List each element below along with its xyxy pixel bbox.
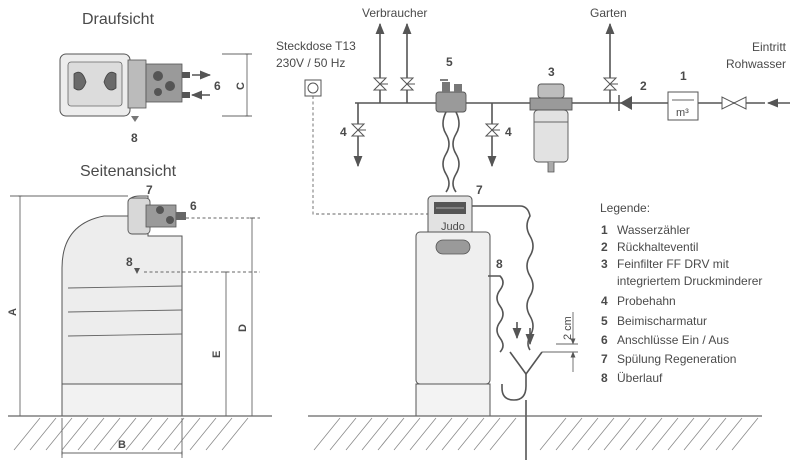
fine-filter-icon bbox=[529, 83, 573, 173]
legend-text-4: Probehahn bbox=[617, 294, 676, 308]
dim-b-label: B bbox=[118, 439, 126, 451]
legend-text-6: Anschlüsse Ein / Aus bbox=[617, 333, 729, 347]
sample-tap-left-icon bbox=[350, 123, 366, 137]
mixing-valve-icon bbox=[435, 79, 467, 113]
dim-d-label: D bbox=[237, 324, 249, 332]
top-view-title: Draufsicht bbox=[82, 11, 155, 28]
side-view-unit bbox=[61, 195, 186, 417]
dim-e-label: E bbox=[211, 351, 223, 358]
legend-num-2: 2 bbox=[601, 240, 608, 254]
marker-4-left: 4 bbox=[340, 125, 347, 139]
inlet-hose bbox=[442, 111, 450, 193]
marker-7-side: 7 bbox=[146, 183, 153, 197]
label-consumer: Verbraucher bbox=[362, 6, 427, 20]
legend: Legende: 1 Wasserzähler 2 Rückhalteventi… bbox=[600, 201, 762, 385]
side-view-title: Seitenansicht bbox=[80, 163, 177, 180]
legend-num-8: 8 bbox=[601, 371, 608, 385]
check-valve-icon bbox=[620, 96, 632, 110]
legend-num-6: 6 bbox=[601, 333, 608, 347]
consumer-valve-1-icon bbox=[372, 77, 388, 91]
drain-gap-label: 2 cm bbox=[562, 316, 574, 340]
brand-logo: Judo bbox=[441, 221, 465, 233]
label-socket-1: Steckdose T13 bbox=[276, 39, 356, 53]
legend-num-7: 7 bbox=[601, 352, 608, 366]
marker-2: 2 bbox=[640, 79, 647, 93]
legend-num-3: 3 bbox=[601, 257, 608, 271]
legend-num-5: 5 bbox=[601, 314, 608, 328]
garden-valve-icon bbox=[602, 77, 618, 91]
marker-7-unit: 7 bbox=[476, 183, 483, 197]
legend-text-5: Beimischarmatur bbox=[617, 314, 707, 328]
power-cable bbox=[312, 96, 430, 215]
water-meter-icon bbox=[667, 91, 699, 121]
dim-c-label: C bbox=[235, 82, 247, 90]
marker-8-side: 8 bbox=[126, 255, 133, 269]
inlet-valve-icon bbox=[721, 96, 747, 110]
regeneration-hose bbox=[472, 205, 534, 351]
marker-6-top: 6 bbox=[214, 79, 221, 93]
marker-5: 5 bbox=[446, 55, 453, 69]
dim-a-label: A bbox=[7, 308, 19, 316]
marker-1: 1 bbox=[680, 69, 687, 83]
marker-4-right: 4 bbox=[505, 125, 512, 139]
power-socket-icon bbox=[304, 79, 322, 97]
sample-tap-right-icon bbox=[484, 123, 500, 137]
overflow-hose bbox=[488, 275, 504, 353]
marker-6-side: 6 bbox=[190, 199, 197, 213]
legend-num-4: 4 bbox=[601, 294, 608, 308]
outlet-hose bbox=[452, 111, 460, 193]
legend-num-1: 1 bbox=[601, 223, 608, 237]
label-garden: Garten bbox=[590, 6, 627, 20]
overflow-icon bbox=[134, 268, 140, 274]
legend-text-7: Spülung Regeneration bbox=[617, 352, 736, 366]
softener-unit bbox=[415, 195, 491, 417]
label-inlet-2: Rohwasser bbox=[726, 57, 786, 71]
floor-right bbox=[308, 415, 762, 451]
legend-text-8: Überlauf bbox=[617, 371, 663, 385]
marker-8-unit: 8 bbox=[496, 257, 503, 271]
marker-3: 3 bbox=[548, 65, 555, 79]
legend-text-3: Feinfilter FF DRV mit bbox=[617, 257, 729, 271]
label-inlet-1: Eintritt bbox=[752, 40, 787, 54]
consumer-valve-2-icon bbox=[399, 77, 415, 91]
drain-siphon bbox=[501, 351, 543, 460]
marker-8-top: 8 bbox=[131, 131, 138, 145]
label-socket-2: 230V / 50 Hz bbox=[276, 56, 345, 70]
top-view-unit bbox=[59, 53, 190, 122]
legend-title: Legende: bbox=[600, 201, 650, 215]
legend-text-2: Rückhalteventil bbox=[617, 240, 698, 254]
legend-text-3b: integriertem Druckminderer bbox=[617, 274, 762, 288]
water-meter-unit: m³ bbox=[676, 107, 689, 119]
legend-text-1: Wasserzähler bbox=[617, 223, 690, 237]
floor-left bbox=[8, 415, 272, 451]
